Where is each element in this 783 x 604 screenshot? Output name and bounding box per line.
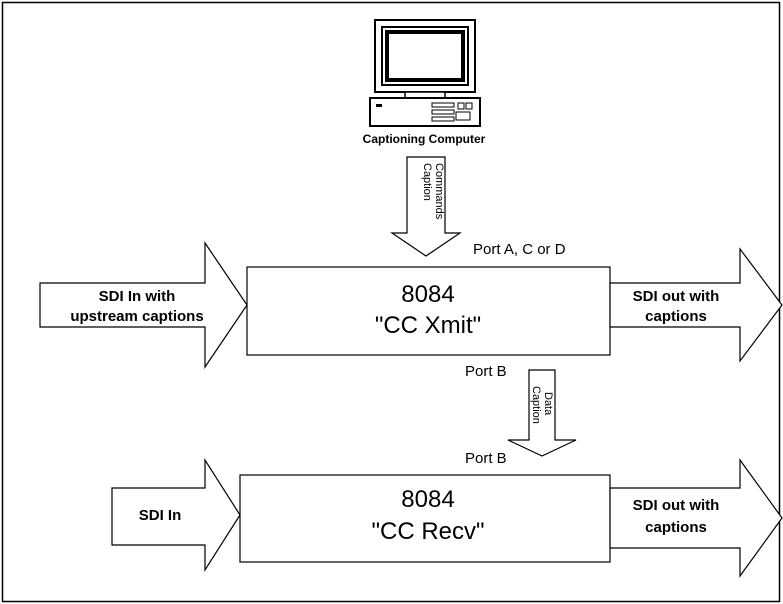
recv-input-label: SDI In <box>139 507 182 524</box>
recv-output-label-1: SDI out with <box>633 497 720 514</box>
xmit-output-label-2: captions <box>645 308 707 325</box>
cc-recv-box <box>239 474 611 563</box>
caption-commands-label-2: Commands <box>433 163 445 220</box>
xmit-port-top: Port A, C or D <box>473 241 566 258</box>
caption-data-label-1: Caption <box>530 386 542 424</box>
recv-output-label-2: captions <box>645 519 707 536</box>
recv-subtitle: "CC Recv" <box>371 518 484 545</box>
desktop-computer-icon <box>369 19 481 127</box>
recv-input-arrow <box>111 457 241 573</box>
xmit-title: 8084 <box>401 281 454 308</box>
xmit-input-label-2: upstream captions <box>70 308 203 325</box>
recv-title: 8084 <box>401 486 454 513</box>
cc-xmit-box <box>246 266 611 356</box>
caption-commands-arrow <box>390 156 462 257</box>
caption-commands-label-1: Caption <box>421 163 433 201</box>
xmit-output-arrow <box>609 247 783 363</box>
caption-data-label-2: Data <box>542 392 554 416</box>
recv-port-top: Port B <box>465 450 507 467</box>
caption-data-arrow <box>507 369 577 457</box>
xmit-output-label-1: SDI out with <box>633 288 720 305</box>
xmit-input-label-1: SDI In with <box>99 288 176 305</box>
xmit-port-bottom: Port B <box>465 363 507 380</box>
recv-output-arrow <box>609 458 783 578</box>
computer-label: Captioning Computer <box>363 132 486 146</box>
xmit-input-arrow <box>39 241 248 369</box>
xmit-subtitle: "CC Xmit" <box>375 312 481 339</box>
